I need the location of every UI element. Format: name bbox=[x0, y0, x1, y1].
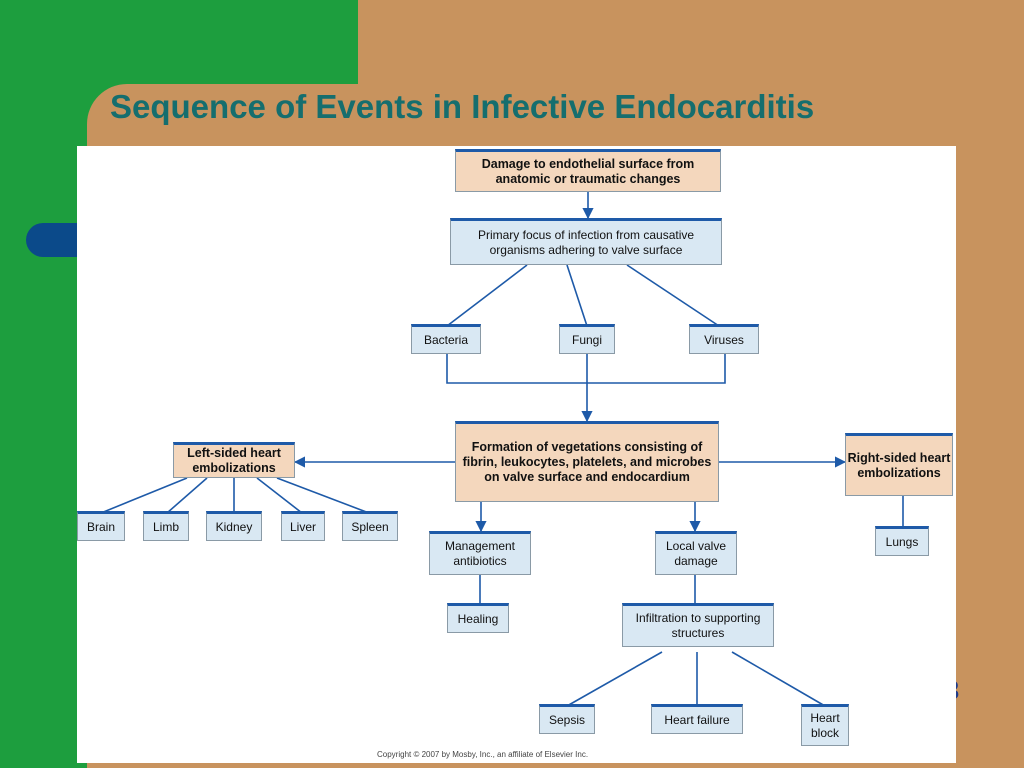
box-heart-block: Heart block bbox=[801, 704, 849, 746]
box-primary-focus: Primary focus of infection from causativ… bbox=[450, 218, 722, 265]
connector-focus-to-bacteria bbox=[446, 264, 528, 327]
box-local-valve-damage: Local valve damage bbox=[655, 531, 737, 575]
connector-left-to-spleen bbox=[276, 477, 370, 514]
box-vegetations: Formation of vegetations consisting of f… bbox=[455, 421, 719, 502]
box-brain: Brain bbox=[77, 511, 125, 541]
box-bacteria: Bacteria bbox=[411, 324, 481, 354]
box-damage: Damage to endothelial surface from anato… bbox=[455, 149, 721, 192]
box-sepsis: Sepsis bbox=[539, 704, 595, 734]
box-spleen: Spleen bbox=[342, 511, 398, 541]
box-management-antibiotics: Management antibiotics bbox=[429, 531, 531, 575]
box-right-sided-embolizations: Right-sided heart embolizations bbox=[845, 433, 953, 496]
connector-focus-to-fungi bbox=[566, 264, 588, 327]
box-healing: Healing bbox=[447, 603, 509, 633]
connector-infiltration-to-sepsis bbox=[566, 651, 663, 707]
box-lungs: Lungs bbox=[875, 526, 929, 556]
box-heart-failure: Heart failure bbox=[651, 704, 743, 734]
box-viruses: Viruses bbox=[689, 324, 759, 354]
connector-left-to-brain bbox=[100, 477, 188, 514]
box-left-sided-embolizations: Left-sided heart embolizations bbox=[173, 442, 295, 478]
connector-left-to-liver bbox=[256, 477, 303, 514]
connector-focus-to-viruses bbox=[626, 264, 720, 327]
box-kidney: Kidney bbox=[206, 511, 262, 541]
box-fungi: Fungi bbox=[559, 324, 615, 354]
slide-title: Sequence of Events in Infective Endocard… bbox=[110, 88, 815, 125]
connector-infiltration-to-heart-block bbox=[731, 651, 826, 707]
box-infiltration: Infiltration to supporting structures bbox=[622, 603, 774, 647]
box-limb: Limb bbox=[143, 511, 189, 541]
connector-left-to-limb bbox=[166, 477, 208, 514]
connector-lines bbox=[100, 192, 904, 707]
box-liver: Liver bbox=[281, 511, 325, 541]
flowchart-figure: Damage to endothelial surface from anato… bbox=[77, 146, 956, 763]
connector-organisms-merge bbox=[446, 354, 726, 384]
copyright-note: Copyright © 2007 by Mosby, Inc., an affi… bbox=[377, 750, 589, 759]
